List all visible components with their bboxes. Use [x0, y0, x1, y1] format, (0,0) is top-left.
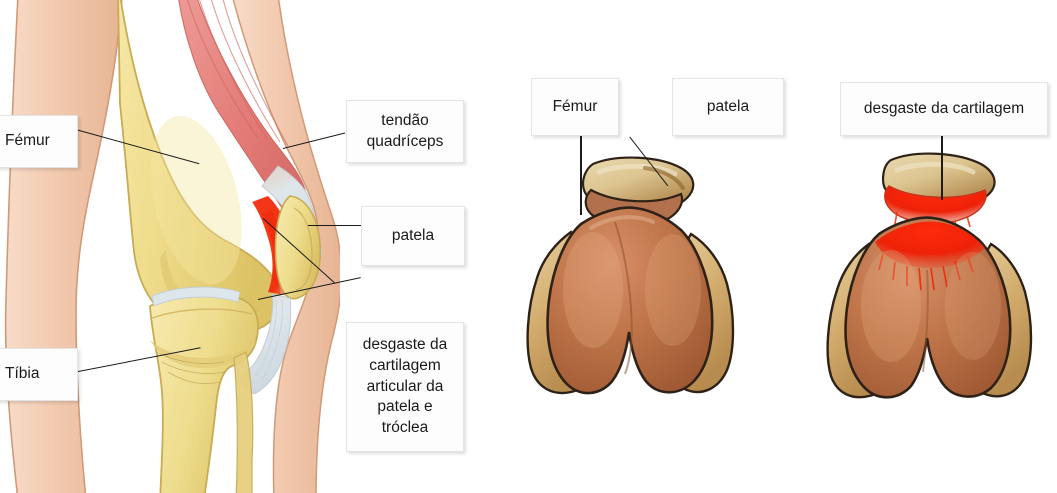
tibial-plateau-line [151, 308, 253, 319]
patella-inner-contour [293, 207, 313, 291]
patella-worn [881, 152, 996, 237]
distal-femur-worn [826, 216, 1033, 399]
distal-femur-healthy-illustration [526, 156, 735, 395]
label-cartilage-wear-left-line3: articular da [366, 377, 444, 395]
label-tibia-left[interactable]: Tíbia [0, 348, 78, 401]
distal-femur-healthy [526, 206, 735, 395]
label-patela-mid[interactable]: patela [672, 78, 784, 136]
label-femur-left[interactable]: Fémur [0, 115, 78, 168]
label-cartilage-wear-left-line1: desgaste da [362, 336, 448, 354]
label-quadriceps-tendon-line2: quadríceps [366, 132, 444, 150]
posterior-skin-shape [232, 0, 340, 493]
fibula-bone [233, 351, 254, 493]
quadriceps-muscle [178, 0, 307, 209]
label-cartilage-wear-left-line2: cartilagem [369, 356, 441, 374]
label-cartilage-wear-right-text: desgaste da cartilagem [863, 99, 1025, 117]
label-quadriceps-tendon-line1: tendão [381, 111, 429, 129]
leader-femur-mid [580, 135, 582, 215]
label-quadriceps-tendon[interactable]: tendão quadríceps [346, 100, 464, 163]
wear-fringe-trochlea [878, 253, 974, 291]
label-cartilage-wear-right[interactable]: desgaste da cartilagem [840, 82, 1048, 136]
label-femur-mid-text: Fémur [552, 97, 598, 115]
label-femur-left-text: Fémur [5, 132, 50, 150]
label-cartilage-wear-left-line4: patela e [377, 398, 433, 416]
distal-femur-worn-illustration [826, 152, 1033, 399]
leader-cartilage-wear-right [941, 135, 943, 200]
trochlea-cartilage-wear [875, 221, 985, 268]
tibial-tuberosity [150, 340, 256, 368]
tendon-fibers [255, 299, 283, 381]
joint-cartilage [151, 286, 241, 307]
label-patela-mid-text: patela [706, 97, 750, 115]
label-femur-mid[interactable]: Fémur [531, 78, 619, 136]
label-tibia-left-text: Tíbia [5, 365, 40, 383]
label-cartilage-wear-left-line5: tróclea [381, 419, 429, 437]
femur-shaft-shading [150, 115, 242, 285]
patella-cartilage-wear [884, 185, 987, 225]
label-patela-left[interactable]: patela [361, 206, 465, 266]
label-patela-left-text: patela [391, 226, 435, 244]
leader-patela-left [308, 225, 363, 227]
lateral-knee-illustration [4, 0, 340, 493]
label-cartilage-wear-left[interactable]: desgaste da cartilagem articular da pate… [346, 322, 464, 452]
leg-skin-shape [4, 0, 123, 493]
